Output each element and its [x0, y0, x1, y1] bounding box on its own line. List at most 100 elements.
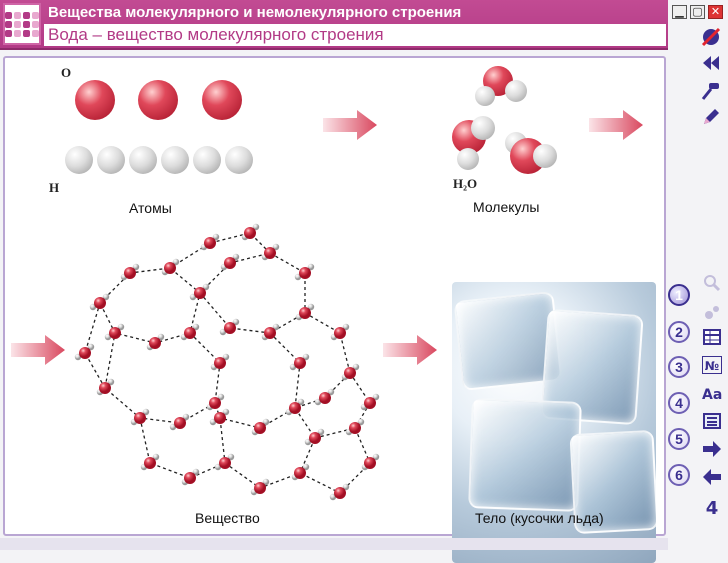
hydrogen-atom [97, 146, 125, 174]
gears-icon[interactable] [702, 304, 722, 322]
lattice-hydrogen [272, 243, 280, 251]
lattice-hydrogen [297, 398, 305, 406]
lattice-hydrogen [192, 323, 200, 331]
lattice-oxygen [334, 487, 346, 499]
step-3-button[interactable]: 3 [668, 356, 690, 378]
lattice-oxygen [164, 262, 176, 274]
lattice-oxygen [184, 472, 196, 484]
lattice-oxygen [254, 482, 266, 494]
lattice-oxygen [334, 327, 346, 339]
lattice-oxygen [294, 467, 306, 479]
atoms-caption: Атомы [129, 200, 172, 216]
font-icon[interactable]: Aa [702, 387, 723, 403]
molecule-hydrogen [475, 86, 495, 106]
oxygen-atom [202, 80, 242, 120]
molecule-hydrogen [505, 80, 527, 102]
lattice-hydrogen [352, 363, 360, 371]
minimize-button[interactable]: ▁ [672, 5, 687, 19]
lattice-hydrogen [302, 353, 310, 361]
lattice-oxygen [364, 397, 376, 409]
hydrogen-symbol: H [49, 180, 60, 195]
lattice-oxygen [294, 357, 306, 369]
lattice-hydrogen [262, 478, 270, 486]
lattice-oxygen [289, 402, 301, 414]
lattice-hydrogen [342, 483, 350, 491]
lattice-oxygen [244, 227, 256, 239]
pointer-icon[interactable] [700, 80, 722, 102]
lattice-hydrogen [232, 253, 240, 261]
prev-arrow-icon[interactable] [702, 468, 722, 486]
lattice-oxygen [209, 397, 221, 409]
hydrogen-atom [193, 146, 221, 174]
lattice-hydrogen [262, 418, 270, 426]
lattice-oxygen [124, 267, 136, 279]
lattice-hydrogen [142, 408, 150, 416]
molecule-hydrogen [471, 116, 495, 140]
lattice-oxygen [194, 287, 206, 299]
lattice-hydrogen [157, 333, 165, 341]
step-5-button[interactable]: 5 [668, 428, 690, 450]
lattice-oxygen [144, 457, 156, 469]
lattice-oxygen [214, 412, 226, 424]
lattice-hydrogen [182, 413, 190, 421]
maximize-button[interactable]: ▢ [690, 5, 705, 19]
lattice-oxygen [224, 257, 236, 269]
substance-caption: Вещество [195, 510, 260, 526]
lattice-hydrogen [317, 428, 325, 436]
lattice-hydrogen [152, 453, 160, 461]
molecule-hydrogen [457, 148, 479, 170]
hydrogen-atom [65, 146, 93, 174]
lattice-oxygen [299, 307, 311, 319]
lattice-oxygen [299, 267, 311, 279]
next-arrow-icon[interactable] [702, 440, 722, 458]
lattice-oxygen [214, 357, 226, 369]
body-caption: Тело (кусочки льда) [475, 510, 604, 526]
number-icon[interactable]: № [702, 356, 722, 374]
lattice-hydrogen [227, 453, 235, 461]
slide-canvas: O H Атомы H₂O Молекулы [3, 56, 666, 563]
lattice-hydrogen [192, 468, 200, 476]
no-sound-icon[interactable] [700, 26, 722, 48]
lattice-oxygen [254, 422, 266, 434]
oxygen-symbol: O [61, 65, 72, 80]
lattice-hydrogen [372, 453, 380, 461]
lattice-oxygen [134, 412, 146, 424]
app-logo [3, 3, 41, 45]
pen-icon[interactable] [700, 106, 722, 128]
lattice-hydrogen [212, 233, 220, 241]
step-2-button[interactable]: 2 [668, 321, 690, 343]
hydrogen-atom [129, 146, 157, 174]
lattice-hydrogen [172, 258, 180, 266]
lattice-hydrogen [252, 223, 260, 231]
lattice-oxygen [99, 382, 111, 394]
lattice-hydrogen [107, 378, 115, 386]
lattice-hydrogen [117, 323, 125, 331]
lattice-oxygen [94, 297, 106, 309]
arrow-right-icon [383, 335, 437, 365]
list-icon[interactable] [702, 412, 722, 430]
lattice-oxygen [174, 417, 186, 429]
lattice-hydrogen [342, 323, 350, 331]
arrow-right-icon [11, 335, 65, 365]
lattice-oxygen [224, 322, 236, 334]
lattice-oxygen [264, 247, 276, 259]
step-1-button[interactable]: 1 [668, 284, 690, 306]
step-4-button[interactable]: 4 [668, 392, 690, 414]
lattice-oxygen [184, 327, 196, 339]
ice-crystal-lattice [74, 223, 380, 501]
rewind-icon[interactable] [700, 52, 722, 74]
step-6-button[interactable]: 6 [668, 464, 690, 486]
lattice-oxygen [349, 422, 361, 434]
lattice-hydrogen [307, 263, 315, 271]
lattice-oxygen [344, 367, 356, 379]
lattice-hydrogen [307, 303, 315, 311]
lattice-hydrogen [222, 353, 230, 361]
close-button[interactable]: ✕ [708, 5, 723, 19]
lattice-hydrogen [132, 263, 140, 271]
arrow-right-icon [589, 110, 643, 140]
magnify-icon[interactable] [702, 274, 722, 292]
table-icon[interactable] [702, 328, 722, 346]
status-bar [0, 538, 668, 550]
topic-title: Вещества молекулярного и немолекулярного… [48, 4, 462, 21]
lattice-oxygen [264, 327, 276, 339]
